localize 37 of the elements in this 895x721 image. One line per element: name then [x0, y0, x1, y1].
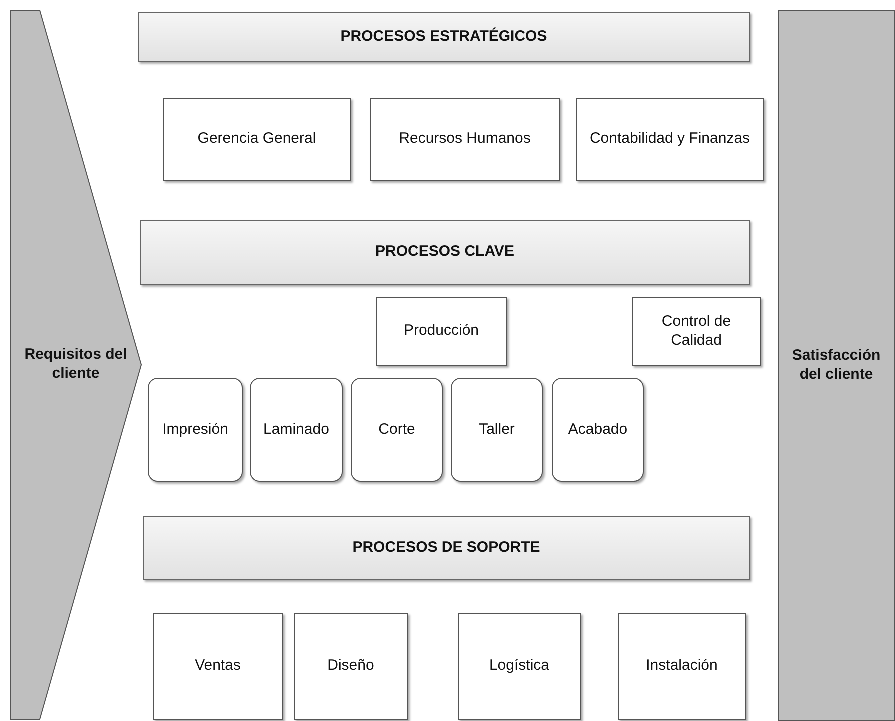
process-label: Recursos Humanos [398, 130, 532, 149]
header-band [143, 516, 750, 580]
process-box [458, 613, 581, 720]
process-label: Impresión [162, 420, 230, 440]
process-label: Diseño [326, 657, 376, 676]
side-panel [778, 10, 895, 721]
process-label: Satisfacción del cliente [791, 346, 882, 384]
process-label: Acabado [567, 420, 629, 440]
process-label: Laminado [262, 420, 330, 440]
process-box [294, 613, 408, 720]
process-label: Requisitos del cliente [24, 346, 128, 384]
process-label: Taller [478, 420, 516, 440]
process-label: Instalación [645, 657, 719, 676]
process-label: Producción [402, 322, 480, 341]
process-box [163, 98, 351, 181]
process-label: Gerencia General [196, 130, 318, 149]
process-label: Corte [378, 420, 416, 440]
process-box [576, 98, 764, 181]
process-box [552, 378, 644, 482]
section-title: PROCESOS CLAVE [374, 243, 516, 262]
process-box [632, 297, 761, 366]
section-title: PROCESOS DE SOPORTE [352, 538, 542, 558]
process-label: Control de Calidad [660, 312, 732, 350]
process-box [618, 613, 746, 720]
process-box [250, 378, 343, 482]
section-title: PROCESOS ESTRATÉGICOS [340, 28, 548, 46]
header-band [138, 12, 750, 62]
process-box [376, 297, 507, 366]
process-label: Contabilidad y Finanzas [588, 130, 752, 149]
header-band [140, 220, 750, 285]
process-box [153, 613, 283, 720]
process-label: Logística [488, 657, 551, 676]
process-box [148, 378, 243, 482]
process-label: Ventas [194, 657, 242, 676]
process-box [370, 98, 560, 181]
process-box [351, 378, 443, 482]
process-box [451, 378, 543, 482]
